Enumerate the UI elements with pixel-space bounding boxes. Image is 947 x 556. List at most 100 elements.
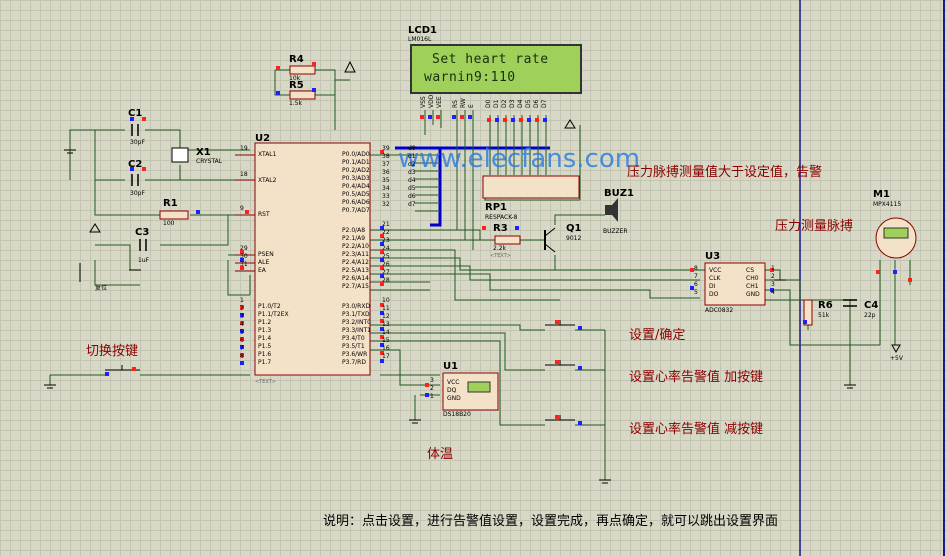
u1-ref: U1 xyxy=(443,361,459,372)
u3-pin-left-name: DO xyxy=(709,291,719,298)
bus-label: d1 xyxy=(408,153,416,160)
r1-value: 100 xyxy=(163,220,175,227)
mcu-left-pin-num: 31 xyxy=(240,261,248,268)
u1-pin-num: 2 xyxy=(430,385,434,392)
r5-value: 1.5k xyxy=(289,100,303,107)
lcd-pin-label: D2 xyxy=(501,99,508,108)
bus-label: d2 xyxy=(408,161,416,168)
reset-label: 复位 xyxy=(95,285,108,292)
mcu-right-pin-name: P2.7/A15 xyxy=(342,283,369,290)
mcu-left-pin-num: 18 xyxy=(240,171,248,178)
u3-pin-right-name: CH1 xyxy=(746,283,759,290)
lcd-pin-label: VEE xyxy=(436,96,443,108)
mcu-right-pin-num: 22 xyxy=(382,229,390,236)
lcd-pin-label: VDD xyxy=(428,94,435,108)
watermark: www.elecfans.com xyxy=(398,144,641,174)
mcu-right-pin-name: P3.5/T1 xyxy=(342,343,365,350)
u3-pin-left-name: CLK xyxy=(709,275,721,282)
c4-ref: C4 xyxy=(864,300,879,311)
mcu-right-pin-name: P3.2/INT0 xyxy=(342,319,371,326)
mcu-left-pin-num: 3 xyxy=(240,313,244,320)
switch-key-note: 切换按键 xyxy=(86,344,139,359)
pressure-measure-note: 压力测量脉搏 xyxy=(775,219,854,234)
mcu-right-pin-num: 34 xyxy=(382,185,390,192)
bus-label: d0 xyxy=(408,145,416,152)
mcu-right-pin-name: P2.6/A14 xyxy=(342,275,369,282)
u1-pin-num: 1 xyxy=(430,393,434,400)
mcu-right-pin-name: P3.3/INT1 xyxy=(342,327,371,334)
m1-value: MPX4115 xyxy=(873,201,902,208)
mcu-right-pin-num: 14 xyxy=(382,329,390,336)
mcu-right-pin-name: P0.0/AD0 xyxy=(342,151,370,158)
u1-pin-name: GND xyxy=(447,395,461,402)
u3-pin-left-num: 8 xyxy=(694,265,698,272)
mcu-left-pin-name: P1.7 xyxy=(258,359,272,366)
m1-ref: M1 xyxy=(873,189,890,200)
body-temp-note: 体温 xyxy=(427,447,454,462)
lcd-pin-label: D1 xyxy=(493,99,500,108)
lcd-pin-label: D4 xyxy=(517,99,524,108)
c2-value: 30pF xyxy=(130,190,145,197)
m1-supply: +5V xyxy=(890,355,903,362)
mcu-left-pin-num: 4 xyxy=(240,321,244,328)
r1-ref: R1 xyxy=(163,198,178,209)
mcu-right-pin-name: P3.6/WR xyxy=(342,351,368,358)
mcu-right-pin-name: P3.7/RD xyxy=(342,359,366,366)
mcu-right-pin-num: 37 xyxy=(382,161,390,168)
u3-pin-right-num: 1 xyxy=(771,265,775,272)
mcu-left-pin-name: P1.1/T2EX xyxy=(258,311,289,318)
bus-label: d3 xyxy=(408,169,416,176)
mcu-right-pin-num: 26 xyxy=(382,261,390,268)
mcu-right-pin-num: 39 xyxy=(382,145,390,152)
mcu-left-pin-name: P1.5 xyxy=(258,343,272,350)
mcu-right-pin-name: P3.4/T0 xyxy=(342,335,365,342)
mcu-right-pin-num: 24 xyxy=(382,245,390,252)
c3-ref: C3 xyxy=(135,227,150,238)
mcu-ref: U2 xyxy=(255,133,271,144)
mcu-right-pin-num: 15 xyxy=(382,337,390,344)
mcu-right-pin-name: P0.3/AD3 xyxy=(342,175,370,182)
mcu-text-tag: <TEXT> xyxy=(255,379,276,385)
c1-ref: C1 xyxy=(128,108,143,119)
mcu-right-pin-name: P0.7/AD7 xyxy=(342,207,370,214)
lcd-line-2: warnin9:110 xyxy=(424,70,516,85)
x1-ref: X1 xyxy=(196,147,211,158)
mcu-right-pin-num: 21 xyxy=(382,221,390,228)
mcu-left-pin-name: RST xyxy=(258,211,270,218)
pressure-alarm-note: 压力脉搏测量值大于设定值，告警 xyxy=(627,165,823,180)
u3-pin-right-num: 2 xyxy=(771,273,775,280)
r5-ref: R5 xyxy=(289,80,304,91)
mcu-left-pin-num: 7 xyxy=(240,345,244,352)
mcu-right-pin-num: 28 xyxy=(382,277,390,284)
mcu-left-pin-num: 30 xyxy=(240,253,248,260)
mcu-right-pin-num: 16 xyxy=(382,345,390,352)
mcu-right-pin-num: 17 xyxy=(382,353,390,360)
mcu-right-pin-num: 36 xyxy=(382,169,390,176)
mcu-left-pin-name: XTAL1 xyxy=(258,151,277,158)
lcd-pin-label: D6 xyxy=(533,99,540,108)
mcu-left-pin-num: 9 xyxy=(240,205,244,212)
u1-pin-num: 3 xyxy=(430,377,434,384)
x1-value: CRYSTAL xyxy=(196,158,223,165)
u3-pin-right-name: CH0 xyxy=(746,275,759,282)
mcu-left-pin-name: EA xyxy=(258,267,266,274)
mcu-right-pin-name: P2.1/A9 xyxy=(342,235,366,242)
c3-value: 1uF xyxy=(138,257,150,264)
mcu-right-pin-num: 38 xyxy=(382,153,390,160)
r3-value: 2.2k xyxy=(493,245,507,252)
u3-pin-left-num: 5 xyxy=(694,289,698,296)
r4-value: 10k xyxy=(289,75,301,82)
u3-pin-right-num: 4 xyxy=(771,289,775,296)
u3-value: ADC0832 xyxy=(705,307,734,314)
mcu-left-pin-num: 29 xyxy=(240,245,248,252)
mcu-right-pin-num: 11 xyxy=(382,305,390,312)
mcu-right-pin-num: 33 xyxy=(382,193,390,200)
mcu-left-pin-num: 6 xyxy=(240,337,244,344)
mcu-right-pin-name: P2.2/A10 xyxy=(342,243,369,250)
mcu-left-pin-name: P1.3 xyxy=(258,327,272,334)
lcd-pin-label: D7 xyxy=(541,99,548,108)
mcu-right-pin-num: 25 xyxy=(382,253,390,260)
mcu-left-pin-num: 5 xyxy=(240,329,244,336)
